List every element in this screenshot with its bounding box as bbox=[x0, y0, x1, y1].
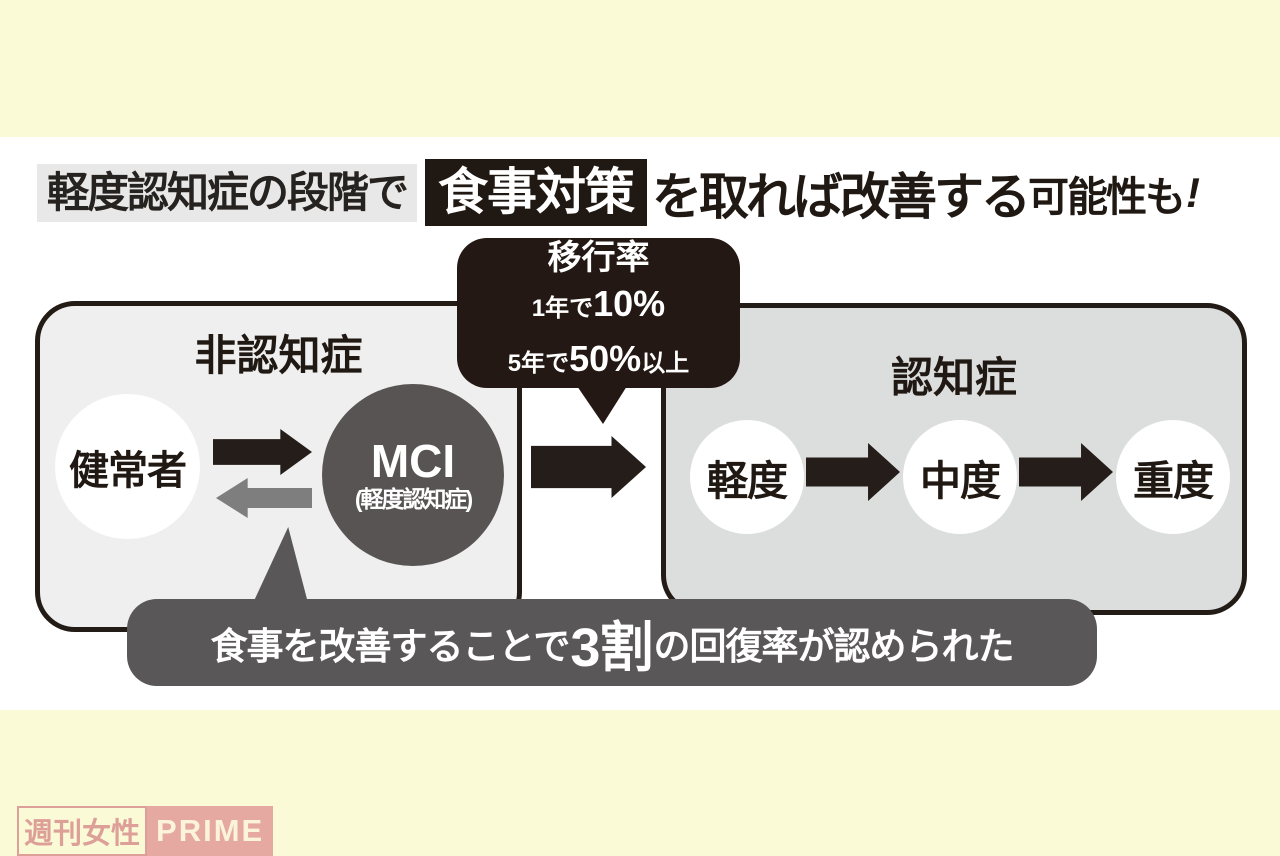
transition-line1-value: 10% bbox=[593, 283, 666, 324]
recovery-highlight: 3割 bbox=[570, 618, 653, 678]
mci-subtitle: (軽度認知症) bbox=[354, 486, 473, 512]
transition-line1-prefix: 1年で bbox=[531, 295, 594, 322]
recovery-prefix: 食事を改善することで bbox=[210, 625, 571, 667]
transition-rate-line2: 5年で50%以上 bbox=[457, 335, 740, 390]
transition-line2-prefix: 5年で bbox=[507, 350, 570, 377]
headline-suffix: 可能性も bbox=[1028, 173, 1186, 220]
transition-line2-suffix: 以上 bbox=[641, 350, 690, 377]
stage-severe-label: 重度 bbox=[1133, 458, 1214, 504]
healthy-person-circle: 健常者 bbox=[55, 394, 200, 539]
dementia-label: 認知症 bbox=[890, 354, 1017, 401]
headline-exclamation: ! bbox=[1186, 168, 1201, 216]
recovery-bubble: 食事を改善することで 3割 の回復率が認められた bbox=[127, 599, 1097, 686]
headline: 軽度認知症の段階で 食事対策 を取れば改善する 可能性も ! bbox=[37, 159, 1200, 226]
watermark: 週刊女性 PRIME bbox=[17, 806, 274, 856]
mci-title: MCI bbox=[370, 435, 456, 487]
stage-mild-label: 軽度 bbox=[707, 458, 788, 504]
stage-mild-circle: 軽度 bbox=[690, 420, 804, 534]
headline-prefix: 軽度認知症の段階で bbox=[37, 163, 418, 222]
transition-line2-value: 50% bbox=[569, 338, 642, 379]
healthy-person-label: 健常者 bbox=[69, 448, 187, 493]
transition-rate-line1: 1年で10% bbox=[457, 280, 740, 335]
headline-highlight: 食事対策 bbox=[425, 159, 648, 226]
stage-moderate-circle: 中度 bbox=[903, 420, 1017, 534]
transition-rate-heading: 移行率 bbox=[547, 239, 650, 277]
transition-rate-bubble: 移行率 1年で10% 5年で50%以上 bbox=[457, 238, 740, 388]
watermark-prime-badge: PRIME bbox=[147, 806, 274, 856]
stage-moderate-label: 中度 bbox=[920, 458, 1001, 504]
stage-severe-circle: 重度 bbox=[1116, 420, 1230, 534]
recovery-suffix: の回復率が認められた bbox=[653, 625, 1014, 667]
headline-middle: を取れば改善する bbox=[652, 168, 1031, 225]
mci-circle: MCI (軽度認知症) bbox=[322, 384, 504, 566]
non-dementia-label: 非認知症 bbox=[194, 332, 363, 379]
watermark-magazine-name: 週刊女性 bbox=[17, 806, 148, 856]
